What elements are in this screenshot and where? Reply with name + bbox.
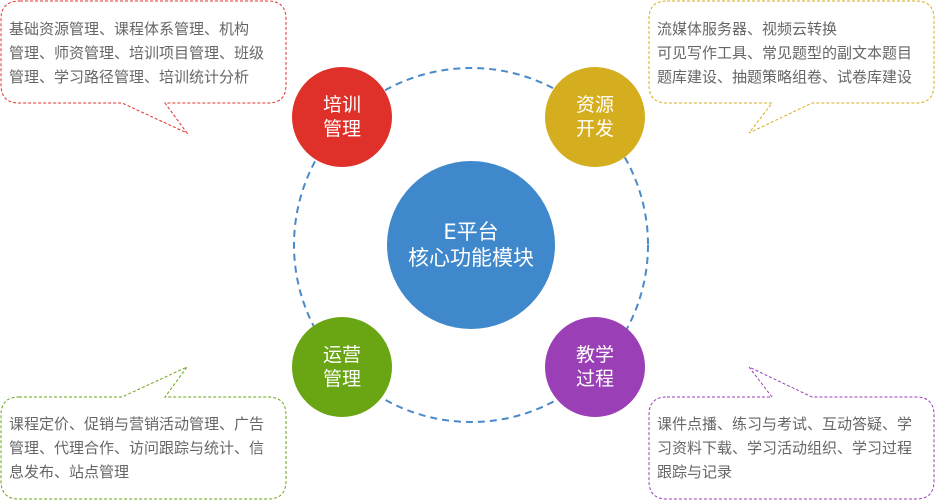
center-label: 核心功能模块 xyxy=(408,246,534,270)
node-label: 教学 xyxy=(575,344,614,366)
node-label: 过程 xyxy=(575,368,614,390)
node-resources: 资源 开发 xyxy=(545,67,645,167)
desc-line: 流媒体服务器、视频云转换 xyxy=(657,20,838,38)
callout-teaching xyxy=(648,366,935,500)
node-label: 运营 xyxy=(322,344,361,366)
desc-line: 课程定价、促销与营销活动管理、广告 xyxy=(9,415,265,433)
dashed-ring xyxy=(293,67,649,423)
node-label: 管理 xyxy=(322,118,361,140)
center-node: E平台 核心功能模块 xyxy=(387,161,555,329)
callout-resources xyxy=(648,0,935,134)
desc-line: 基础资源管理、课程体系管理、机构 xyxy=(9,20,250,38)
desc-line: 课件点播、练习与考试、互动答疑、学 xyxy=(657,415,913,433)
desc-line: 题库建设、抽题策略组卷、试卷库建设 xyxy=(657,68,913,86)
node-label: 管理 xyxy=(322,368,361,390)
node-label: 开发 xyxy=(575,118,614,140)
desc-line: 管理、学习路径管理、培训统计分析 xyxy=(9,68,250,86)
center-label: E平台 xyxy=(443,220,499,244)
operations-description: 课程定价、促销与营销活动管理、广告 管理、代理合作、访问跟踪与统计、信 息发布、… xyxy=(9,412,289,484)
training-description: 基础资源管理、课程体系管理、机构 管理、师资管理、培训项目管理、班级 管理、学习… xyxy=(9,17,289,89)
callout-operations xyxy=(0,365,287,500)
desc-line: 可见写作工具、常见题型的副文本题目 xyxy=(657,44,913,62)
desc-line: 管理、代理合作、访问跟踪与统计、信 xyxy=(9,439,265,457)
node-teaching: 教学 过程 xyxy=(545,317,645,417)
node-label: 资源 xyxy=(575,94,614,116)
resources-description: 流媒体服务器、视频云转换 可见写作工具、常见题型的副文本题目 题库建设、抽题策略… xyxy=(657,17,935,89)
teaching-description: 课件点播、练习与考试、互动答疑、学 习资料下载、学习活动组织、学习过程 跟踪与记… xyxy=(657,412,935,484)
node-training: 培训 管理 xyxy=(292,67,392,167)
node-label: 培训 xyxy=(322,94,361,116)
callout-training xyxy=(0,0,287,135)
desc-line: 跟踪与记录 xyxy=(657,463,733,481)
desc-line: 管理、师资管理、培训项目管理、班级 xyxy=(9,44,265,62)
desc-line: 习资料下载、学习活动组织、学习过程 xyxy=(657,439,913,457)
desc-line: 息发布、站点管理 xyxy=(9,463,130,481)
node-operations: 运营 管理 xyxy=(292,317,392,417)
